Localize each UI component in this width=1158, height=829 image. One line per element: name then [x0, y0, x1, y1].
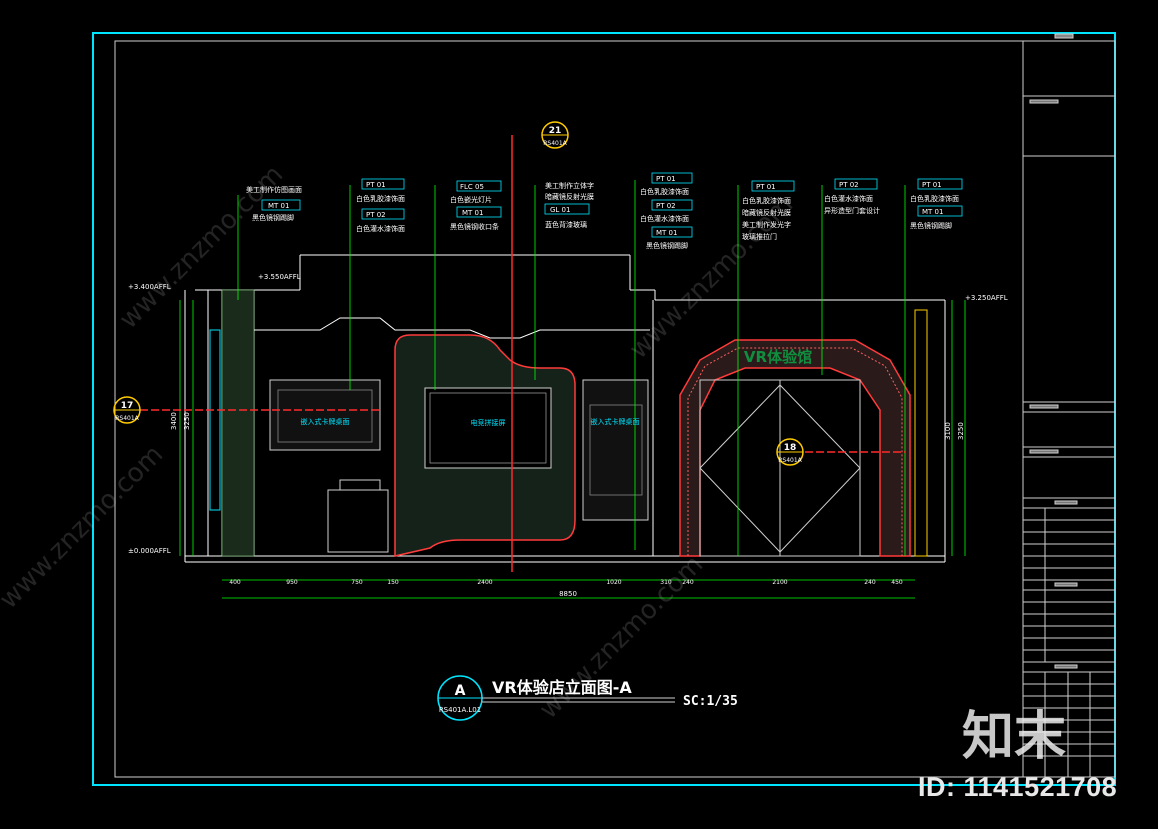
view-marker-a: [437, 675, 675, 721]
watermark-site-3: www.znzmo.com: [0, 440, 169, 615]
callout-5-note-3: 玻璃推拉门: [742, 232, 777, 241]
callout-6-note-1: 异形造型门套设计: [824, 206, 880, 215]
hdim-5: 1020: [606, 579, 621, 586]
hdim-2: 750: [351, 579, 363, 586]
section-lines: [140, 135, 905, 572]
cabinet: [327, 489, 389, 553]
marker-18-num: 18: [784, 443, 797, 453]
marker-17-num: 17: [121, 401, 134, 411]
callout-0-code-0: MT 01: [268, 202, 289, 210]
vdim-right-outer: 3250: [957, 422, 965, 440]
hdim-0: 400: [229, 579, 241, 586]
left-window: [209, 329, 221, 511]
marker-18-code: RS401A: [778, 457, 802, 464]
callout-0-heading: 美工制作仿图画面: [246, 185, 302, 194]
callout-4-note-0: 白色乳胶漆饰面: [640, 187, 689, 196]
callout-0-note-0: 黑色镜钢踢脚: [252, 213, 294, 222]
vr-arch: [679, 339, 911, 557]
callout-5-code-0: PT 01: [756, 183, 776, 191]
marker-21-code: RS401A: [543, 140, 567, 147]
callout-5-note-2: 美工制作发光字: [742, 220, 791, 229]
callout-7-note-1: 黑色镜钢踢脚: [910, 221, 952, 230]
callout-4-note-2: 黑色镜钢踢脚: [646, 241, 688, 250]
callout-4-code-0: PT 01: [656, 175, 676, 183]
hdim-8: 2100: [772, 579, 787, 586]
callout-4-code-2: MT 01: [656, 229, 677, 237]
callout-3-note-1: 蓝色背漆玻璃: [545, 220, 587, 229]
view-marker-letter: A: [455, 683, 466, 699]
left-wall-hatch: [221, 289, 255, 557]
callout-5-note-1: 暗藏镜反射光膜: [742, 208, 791, 217]
level-top-right: +3.250AFFL: [965, 294, 1008, 302]
callout-3-note-0: 暗藏镜反射光膜: [545, 192, 594, 201]
callout-7-code-1: MT 01: [922, 208, 943, 216]
card-table-right: [582, 379, 649, 521]
leader-lines: [179, 180, 966, 599]
callout-1-code-0: PT 01: [366, 181, 386, 189]
watermark-site-1: www.znzmo.com: [114, 160, 289, 335]
callout-7-note-0: 白色乳胶漆饰面: [910, 194, 959, 203]
vdim-left-outer: 3400: [170, 412, 178, 430]
drawing-scale: SC:1/35: [683, 694, 738, 709]
watermark-brand: 知末: [962, 707, 1067, 767]
callout-6-code-0: PT 02: [839, 181, 859, 189]
marker-21-num: 21: [549, 126, 562, 136]
callout-3-code-0: GL 01: [550, 206, 570, 214]
marker-17-code: RS401A: [115, 415, 139, 422]
title-block: [1022, 33, 1116, 778]
callout-2-note-1: 黑色镜钢收口条: [450, 222, 499, 231]
vr-sign: VR体验馆: [744, 348, 812, 366]
card-table-left: [269, 379, 381, 451]
level-floor: ±0.000AFFL: [128, 547, 171, 555]
hdim-1: 950: [286, 579, 298, 586]
hdim-total: 8850: [559, 590, 577, 598]
view-marker-code: RS401A.L01: [439, 706, 481, 714]
callout-6-note-0: 白色灌水漆饰面: [824, 194, 873, 203]
hdim-9: 240: [864, 579, 876, 586]
right-column: [914, 309, 928, 557]
callout-1-code-1: PT 02: [366, 211, 386, 219]
hdim-3: 150: [387, 579, 399, 586]
callout-3-heading: 美工制作立体字: [545, 181, 594, 190]
hdim-6: 310: [660, 579, 672, 586]
watermark-id: ID: 1141521708: [918, 772, 1118, 802]
area-label-right: 嵌入式卡牌桌面: [591, 417, 640, 426]
area-label-left: 嵌入式卡牌桌面: [301, 417, 350, 426]
e-sport-screen: [424, 387, 552, 469]
section-marker-17: [113, 396, 141, 424]
callout-2-note-0: 白色嵌光灯片: [450, 195, 492, 204]
callout-5-note-0: 白色乳胶漆饰面: [742, 196, 791, 205]
area-label-center: 电竞拼接屏: [471, 418, 506, 427]
ceiling-profile: [254, 317, 650, 339]
hdim-7: 240: [682, 579, 694, 586]
callout-7-code-0: PT 01: [922, 181, 942, 189]
callout-2-code-1: MT 01: [462, 209, 483, 217]
section-marker-21: [541, 121, 569, 149]
callout-4-code-1: PT 02: [656, 202, 676, 210]
hdim-4: 2400: [477, 579, 492, 586]
section-marker-18: [776, 438, 804, 466]
callout-1-note-1: 白色灌水漆饰面: [356, 224, 405, 233]
drawing-title: VR体验店立面图-A: [492, 678, 632, 697]
callout-4-note-1: 白色灌水漆饰面: [640, 214, 689, 223]
level-top-left: +3.400AFFL: [128, 283, 171, 291]
vdim-right-inner: 3100: [944, 422, 952, 440]
vdim-left-inner: 3250: [183, 412, 191, 430]
level-top-mid: +3.550AFFL: [258, 273, 301, 281]
callout-1-note-0: 白色乳胶漆饰面: [356, 194, 405, 203]
callout-2-code-0: FLC 05: [460, 183, 484, 191]
hdim-10: 450: [891, 579, 903, 586]
